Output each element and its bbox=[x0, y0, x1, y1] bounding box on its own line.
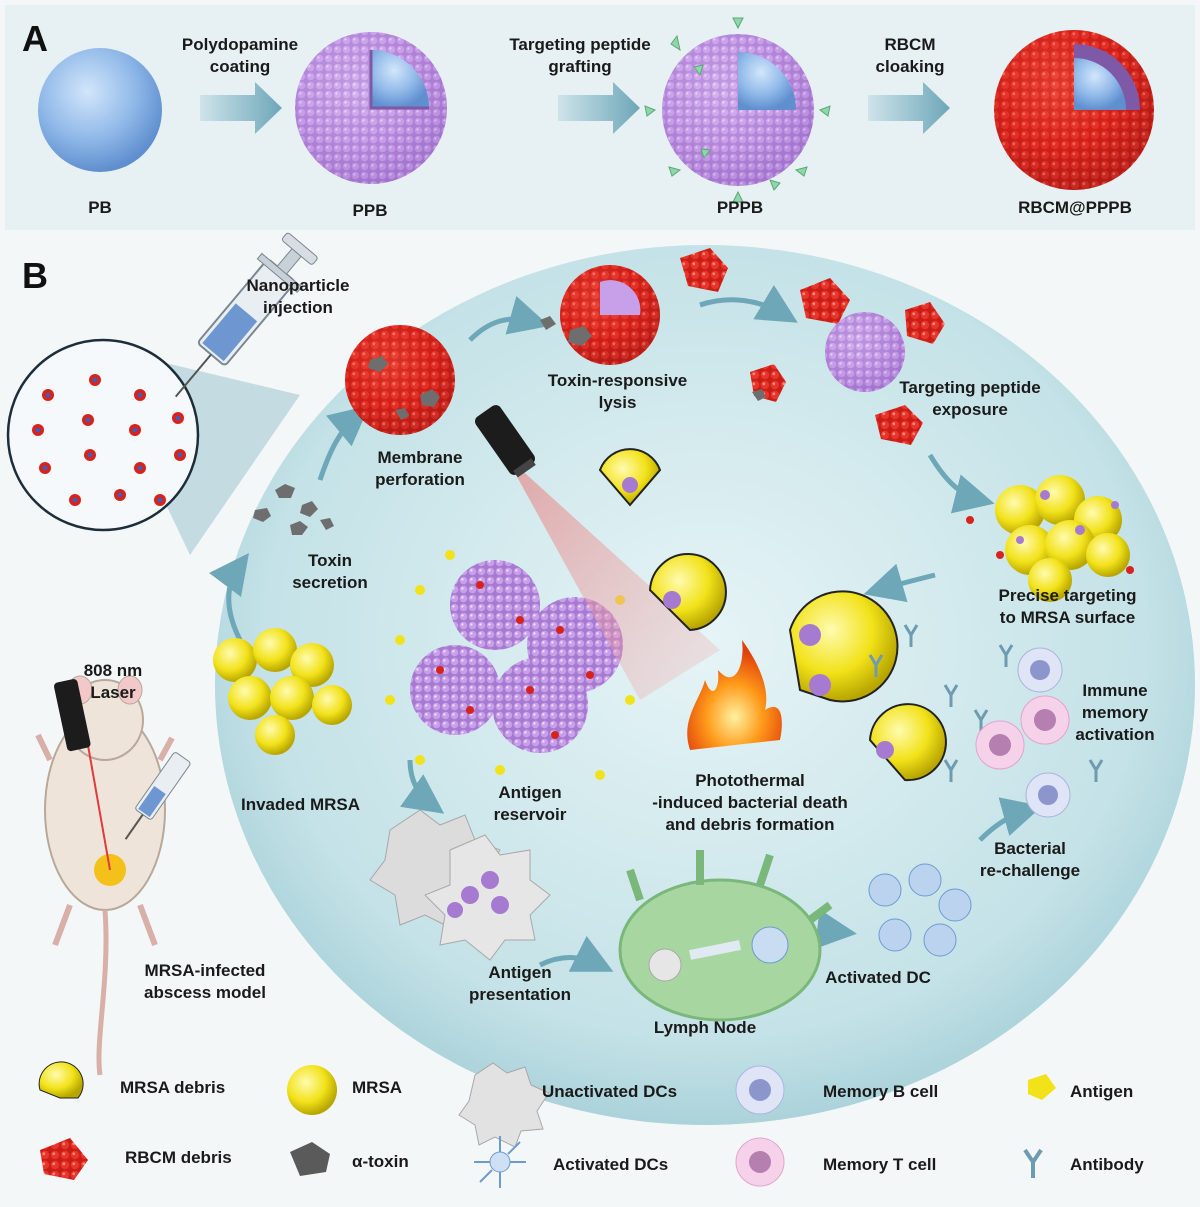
pb-particle bbox=[38, 48, 162, 172]
panel-b-letter: B bbox=[22, 255, 48, 296]
ppb-label: PPB bbox=[352, 201, 388, 220]
panel-a-arrows bbox=[200, 82, 950, 134]
mrsa-targeted-cluster bbox=[966, 475, 1134, 602]
invaded-mrsa-label: Invaded MRSA bbox=[240, 795, 361, 814]
pppb-exposed bbox=[825, 312, 905, 392]
panel-a-letter: A bbox=[22, 18, 48, 59]
legend-mrsa: MRSA bbox=[352, 1078, 403, 1097]
unactivated-dc-cluster bbox=[369, 809, 551, 961]
toxin-flakes bbox=[253, 484, 334, 535]
legend-alpha-toxin: α-toxin bbox=[352, 1152, 409, 1171]
syringe-icon bbox=[174, 232, 318, 398]
ppb-particle bbox=[295, 32, 447, 184]
memory-cells bbox=[975, 647, 1071, 818]
pb-label: PB bbox=[88, 198, 112, 217]
legend-antibody: Antibody bbox=[1070, 1155, 1144, 1174]
lymph-node-label: Lymph Node bbox=[653, 1018, 757, 1037]
mouse-syringe-icon bbox=[124, 752, 191, 840]
legend-rbcm-debris: RBCM debris bbox=[125, 1148, 232, 1167]
rbcm-perforated bbox=[345, 325, 455, 435]
activated-dc-cluster bbox=[868, 863, 972, 957]
legend-memory-b-cell: Memory B cell bbox=[823, 1082, 939, 1101]
rbcm-lysing bbox=[540, 265, 660, 365]
rbcm-pppb-label: RBCM@PPPB bbox=[1018, 198, 1132, 217]
legend-icons bbox=[38, 1061, 1056, 1188]
mrsa-invaded-cluster bbox=[213, 628, 352, 755]
legend-unactivated-dcs: Unactivated DCs bbox=[542, 1082, 678, 1101]
mouse-abscess-model bbox=[35, 675, 175, 1076]
mrsa-debris-shells bbox=[598, 448, 947, 782]
activated-dc-label: Activated DC bbox=[825, 968, 931, 987]
laser-beam bbox=[505, 455, 720, 700]
legend-antigen: Antigen bbox=[1070, 1082, 1134, 1101]
pppb-label: PPPB bbox=[716, 198, 764, 217]
laser-device-icon bbox=[474, 405, 536, 478]
rbcm-fragments bbox=[680, 248, 945, 445]
legend-memory-t-cell: Memory T cell bbox=[823, 1155, 937, 1174]
injected-particles-inset bbox=[6, 338, 200, 532]
pppb-particle bbox=[644, 17, 831, 203]
photothermal-fire bbox=[687, 640, 782, 750]
legend-activated-dcs: Activated DCs bbox=[553, 1155, 669, 1174]
antibodies bbox=[868, 624, 1104, 782]
legend-mrsa-debris: MRSA debris bbox=[120, 1078, 226, 1097]
rbcm-pppb-particle bbox=[994, 30, 1154, 190]
lymph-node bbox=[618, 850, 833, 1022]
laser-808-icon bbox=[53, 679, 91, 752]
